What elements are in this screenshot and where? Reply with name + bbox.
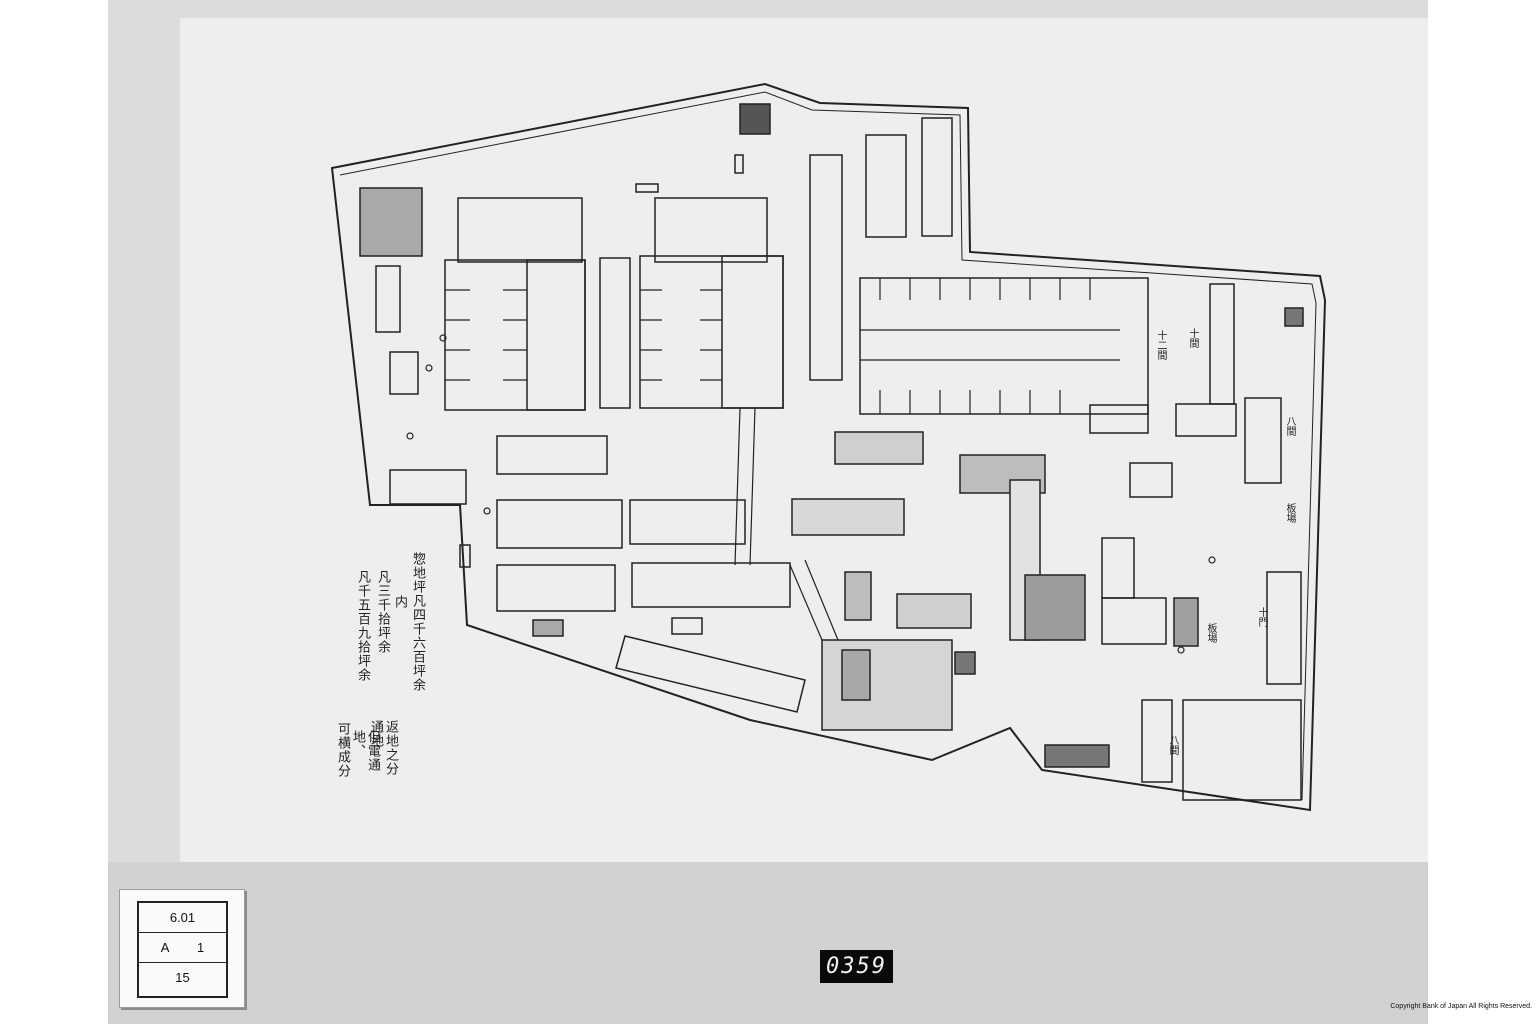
archive-label-row1: 6.01 xyxy=(139,903,226,933)
archive-label-row3: 15 xyxy=(175,970,190,985)
breakdown-head: 内 xyxy=(392,595,407,609)
archive-series: A xyxy=(160,940,170,955)
room-label: 板場 xyxy=(1205,623,1216,643)
archive-label-card: 6.01 A 1 15 xyxy=(119,889,245,1008)
area-item-1: 凡三千拾坪余 xyxy=(375,570,390,654)
archive-label-row2: A 1 xyxy=(139,933,226,963)
scanner-strip xyxy=(108,862,1428,1024)
area-item-3a: 返地之分 xyxy=(383,720,398,776)
archive-label-table: 6.01 A 1 15 xyxy=(137,901,228,998)
area-item-3b: 通地 xyxy=(368,720,383,748)
area-item-4b: 可横成分 xyxy=(335,722,350,778)
room-label: 八間 xyxy=(1167,735,1178,755)
document-sheet xyxy=(180,18,1428,863)
area-item-4a: 但電通地、 xyxy=(350,730,380,772)
room-label: 十二間 xyxy=(1155,330,1166,360)
frame-counter: 0359 xyxy=(820,950,893,983)
archive-volume: 1 xyxy=(196,940,205,955)
room-label: 十門 xyxy=(1256,607,1267,627)
room-label: 八間 xyxy=(1284,416,1295,436)
total-area-note: 惣地坪凡四千六百坪余 xyxy=(410,552,425,692)
room-label: 板場 xyxy=(1284,503,1295,523)
room-label: 十間 xyxy=(1187,328,1198,348)
copyright-notice: Copyright Bank of Japan All Rights Reser… xyxy=(1390,1003,1532,1010)
area-item-2: 凡千五百九拾坪余 xyxy=(355,570,370,682)
